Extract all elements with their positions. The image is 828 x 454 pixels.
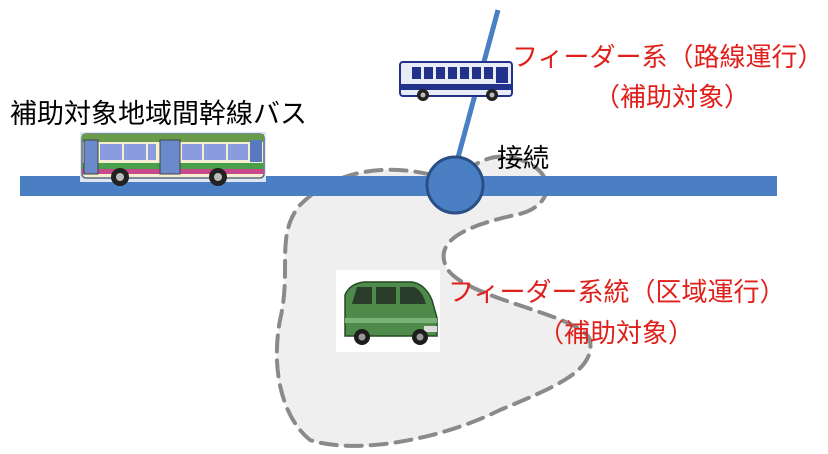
feeder-area-subsidy-label: （補助対象） — [538, 319, 695, 349]
connection-hub — [425, 155, 485, 215]
trunk-bus-label: 補助対象地域間幹線バス — [10, 99, 307, 130]
feeder-route-subsidy-label: （補助対象） — [594, 83, 751, 113]
feeder-area-label: フィーダー系統（区域運行） — [448, 278, 786, 308]
feeder-route-label: フィーダー系（路線運行） — [512, 43, 824, 73]
connection-label: 接続 — [497, 144, 550, 174]
large-city-bus-icon — [80, 132, 266, 186]
green-van-icon — [336, 270, 440, 352]
small-blue-bus-icon — [399, 61, 513, 101]
